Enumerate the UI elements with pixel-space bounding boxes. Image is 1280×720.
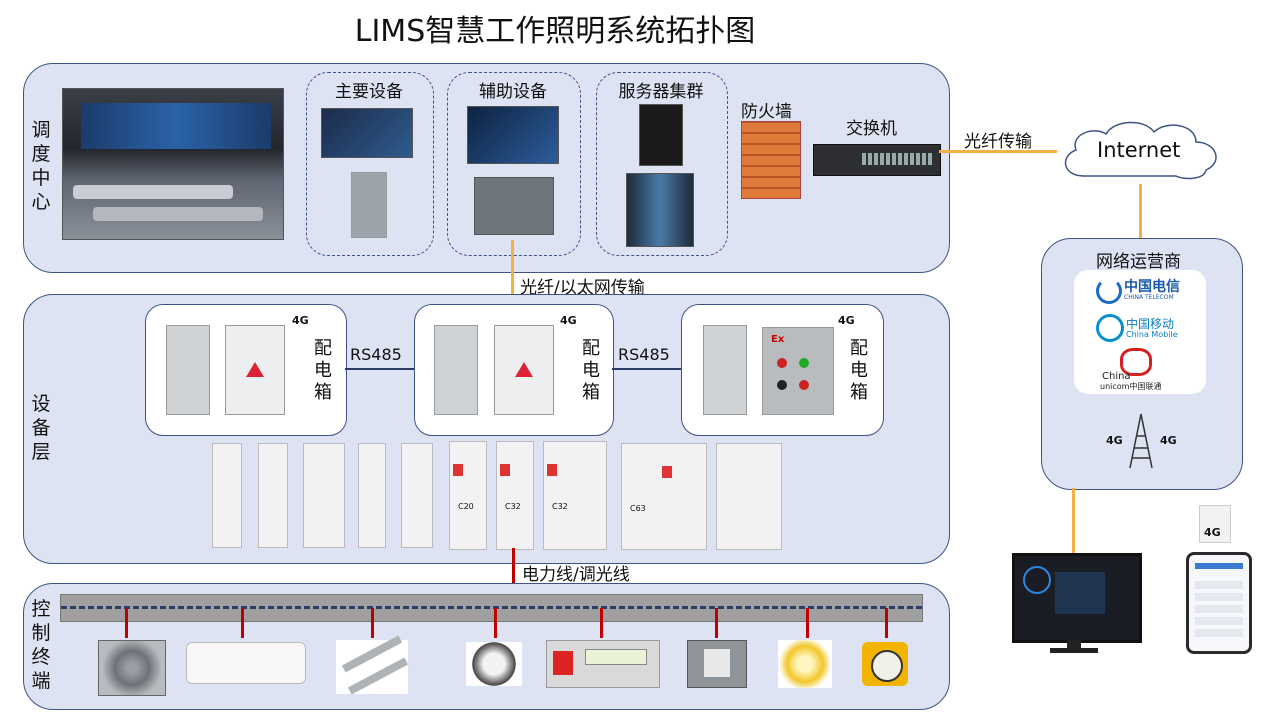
terminal-drop bbox=[494, 608, 497, 638]
server-cluster-group bbox=[596, 72, 728, 256]
din-module bbox=[258, 443, 288, 548]
main-equipment-group bbox=[306, 72, 434, 256]
power-bus bbox=[60, 594, 923, 622]
server-cabinet bbox=[351, 172, 387, 238]
circuit-breaker: C32 bbox=[496, 441, 534, 550]
china-telecom-en: CHINA TELECOM bbox=[1124, 294, 1174, 301]
china-unicom-logo bbox=[1120, 348, 1152, 376]
signal-4g-badge: 4G bbox=[560, 314, 577, 327]
signal-4g-badge: 4G bbox=[292, 314, 309, 327]
firewall-label: 防火墙 bbox=[741, 102, 792, 122]
air-conditioner-photo bbox=[186, 642, 306, 684]
china-mobile-en: China Mobile bbox=[1126, 330, 1178, 339]
circuit-breaker: C63 bbox=[621, 443, 707, 550]
signal-4g-badge-box bbox=[1199, 505, 1231, 543]
dispatch-device-line bbox=[511, 240, 514, 304]
network-switch-icon bbox=[813, 144, 941, 176]
terminal-drop bbox=[125, 608, 128, 638]
server-cluster-label: 服务器集群 bbox=[618, 82, 704, 102]
control-room-photo bbox=[62, 88, 284, 240]
blade-server-icon bbox=[626, 173, 694, 247]
internet-label: Internet bbox=[1097, 138, 1181, 162]
network-operator-label: 网络运营商 bbox=[1096, 252, 1181, 272]
signal-4g-badge: 4G bbox=[1106, 434, 1123, 447]
linear-light-photo bbox=[336, 635, 409, 695]
monitor-screen bbox=[321, 108, 413, 158]
terminal-drop bbox=[371, 608, 374, 638]
din-module bbox=[401, 443, 433, 548]
breaker-rating: C32 bbox=[505, 502, 521, 511]
internet-cloud-icon bbox=[1064, 121, 1217, 180]
signal-4g-badge: 4G bbox=[838, 314, 855, 327]
distribution-box-label: 配电箱 bbox=[582, 338, 600, 403]
switch-label: 交换机 bbox=[846, 119, 897, 139]
closed-cabinet-photo bbox=[494, 325, 554, 415]
signal-4g-badge: 4G bbox=[1204, 526, 1221, 539]
terminal-drop bbox=[241, 608, 244, 638]
internet-operator-line bbox=[1139, 184, 1142, 240]
china-mobile-logo bbox=[1096, 314, 1124, 342]
main-equipment-label: 主要设备 bbox=[335, 82, 403, 102]
terminal-drop bbox=[806, 608, 809, 638]
open-cabinet-photo bbox=[166, 325, 210, 415]
controller-module bbox=[716, 443, 782, 550]
china-mobile-name: 中国移动 bbox=[1126, 317, 1175, 331]
control-terminal-label: 控制终端 bbox=[31, 598, 51, 692]
din-module bbox=[358, 443, 386, 548]
rs485-label-2: RS485 bbox=[618, 345, 670, 364]
fire-alarm-panel-photo bbox=[546, 640, 660, 688]
open-cabinet-photo bbox=[434, 325, 478, 415]
rs485-line-1 bbox=[345, 368, 414, 370]
dispatch-center-label: 调度中心 bbox=[31, 119, 51, 213]
monitor-base bbox=[1050, 648, 1098, 653]
din-module bbox=[303, 443, 345, 548]
page-title: LIMS智慧工作照明系统拓扑图 bbox=[354, 14, 756, 49]
fiber-link-line bbox=[939, 150, 1057, 153]
firewall-icon bbox=[741, 121, 801, 199]
china-unicom-en: China bbox=[1102, 371, 1131, 382]
desktop-monitor bbox=[1012, 553, 1142, 643]
ethernet-link-label: 光纤/以太网传输 bbox=[520, 278, 645, 298]
monitor-stand bbox=[1067, 640, 1081, 648]
open-cabinet-photo bbox=[703, 325, 747, 415]
aux-equipment-group bbox=[447, 72, 581, 256]
tablet-display bbox=[467, 106, 559, 164]
smartphone bbox=[1186, 552, 1252, 654]
distribution-box-label: 配电箱 bbox=[314, 338, 332, 403]
device-layer-label: 设备层 bbox=[31, 393, 51, 463]
breaker-rating: C20 bbox=[458, 502, 474, 511]
explosion-proof-box-photo: Ex bbox=[762, 327, 834, 415]
circuit-breaker: C32 bbox=[543, 441, 607, 550]
rs485-line-2 bbox=[612, 368, 681, 370]
operator-monitor-line bbox=[1072, 488, 1075, 553]
rs485-label-1: RS485 bbox=[350, 345, 402, 364]
signal-4g-badge: 4G bbox=[1160, 434, 1177, 447]
china-telecom-name: 中国电信 bbox=[1124, 279, 1180, 295]
aux-equipment-label: 辅助设备 bbox=[479, 82, 547, 102]
fiber-link-label: 光纤传输 bbox=[964, 132, 1032, 152]
exhaust-fan-photo bbox=[98, 640, 166, 696]
meter-box-photo bbox=[687, 640, 747, 688]
china-unicom-name: unicom中国联通 bbox=[1100, 382, 1162, 391]
highbay-light-photo bbox=[466, 642, 522, 686]
din-module bbox=[212, 443, 242, 548]
circuit-breaker: C20 bbox=[449, 441, 487, 550]
power-line-drop bbox=[512, 548, 515, 606]
terminal-drop bbox=[600, 608, 603, 638]
breaker-rating: C63 bbox=[630, 504, 646, 513]
closed-cabinet-photo bbox=[225, 325, 285, 415]
explosion-proof-light-photo bbox=[778, 640, 832, 688]
power-line-label: 电力线/调光线 bbox=[522, 565, 630, 585]
terminal-drop bbox=[715, 608, 718, 638]
china-telecom-logo bbox=[1096, 278, 1122, 304]
breaker-rating: C32 bbox=[552, 502, 568, 511]
terminal-drop bbox=[885, 608, 888, 638]
rack-server-icon bbox=[639, 104, 683, 166]
cell-tower-icon bbox=[1129, 413, 1153, 469]
network-cabinet bbox=[474, 177, 554, 235]
explosion-proof-lamp-photo bbox=[862, 642, 908, 686]
distribution-box-label: 配电箱 bbox=[850, 338, 868, 403]
